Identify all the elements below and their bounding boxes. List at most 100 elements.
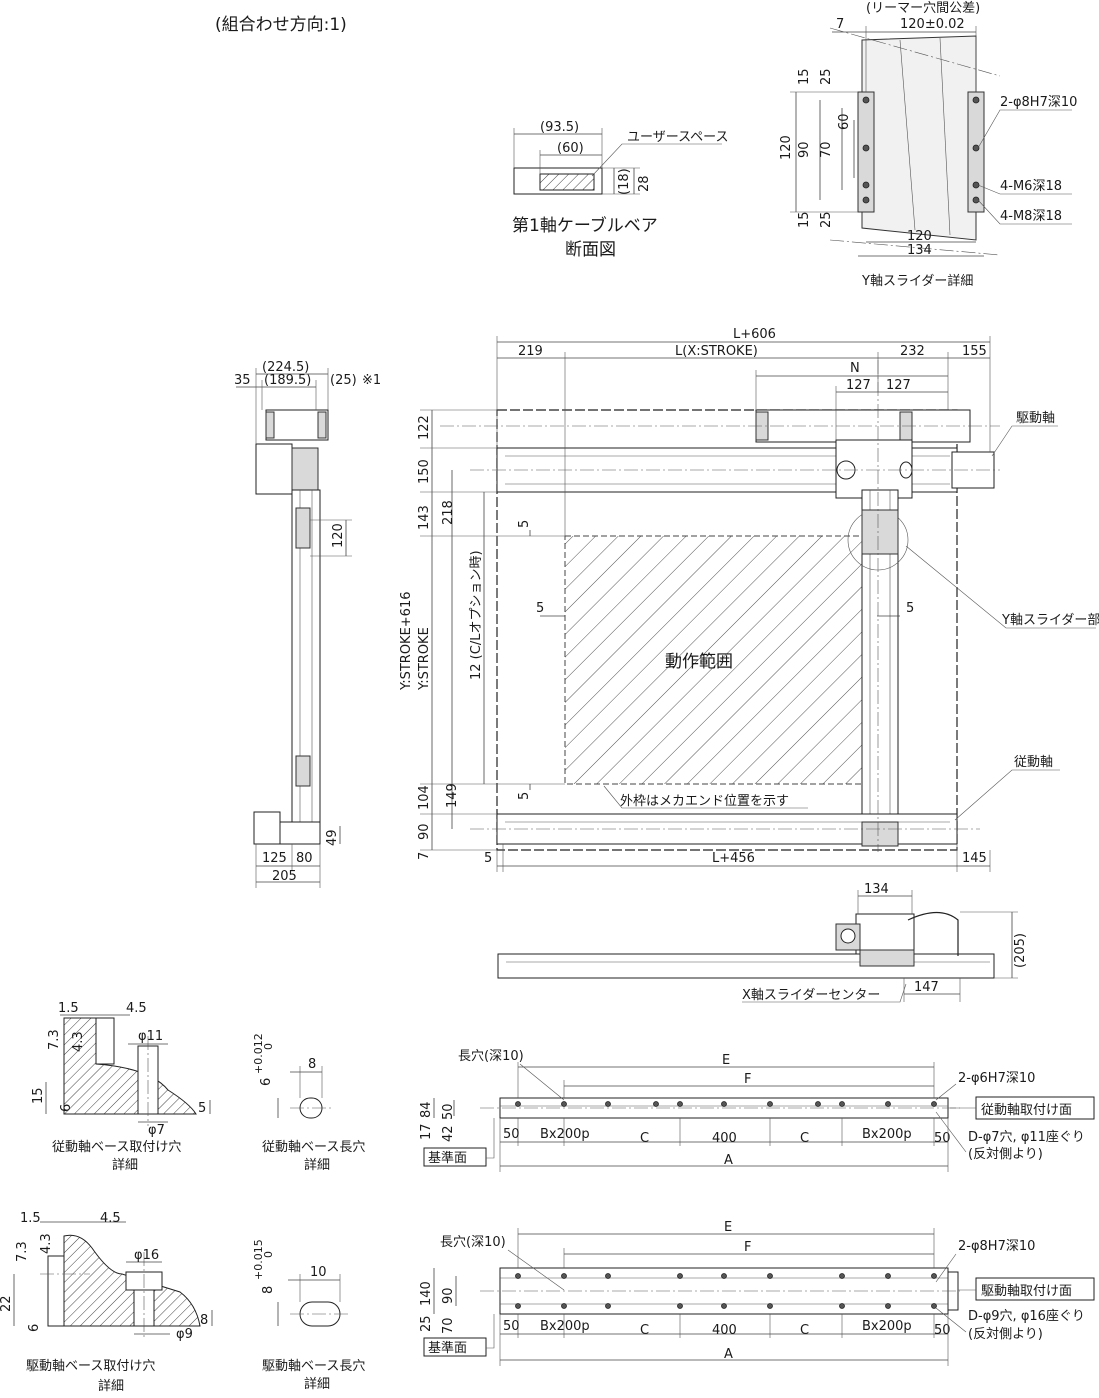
drive-hole-dim-1-5: 1.5 [20,1211,41,1226]
drive-base-holes [515,1273,937,1309]
main-dim-12-cl: 12 (C/Lオプション時) [469,550,484,680]
main-dim-5-bottom: 5 [517,792,532,800]
main-dim-l-456: L+456 [712,851,755,866]
driven-base-note-2: (反対側より) [968,1147,1043,1162]
main-dim-y-stroke-616: Y:STROKE+616 [399,592,414,692]
side-dim-205: 205 [272,869,297,884]
y-slider-dim-15-top: 15 [797,68,812,85]
driven-base-dim-a: A [724,1153,733,1168]
side-dim-189-5: (189.5) [264,373,311,388]
drive-base-dim-bx200p-right: Bx200p [862,1319,912,1334]
main-dim-122: 122 [417,415,432,440]
main-dim-5-right: 5 [906,601,914,616]
main-dim-104: 104 [417,785,432,810]
drive-base-dim-25: 25 [419,1315,434,1332]
drive-hole-dim-22: 22 [0,1295,14,1312]
driven-base-dim-50-right: 50 [934,1131,951,1146]
driven-base-hole-detail: 1.5 4.5 7.3 4.3 φ11 15 6 φ7 5 従動軸ベース取付け穴… [31,1001,211,1173]
y-slider-dim-7: 7 [836,17,844,32]
drive-slot-tol: 8 [261,1286,276,1294]
driven-hole-dim-4-3: 4.3 [71,1031,86,1052]
driven-hole-caption-2: 詳細 [112,1157,138,1173]
driven-slot-tol: 6 [259,1078,274,1086]
main-dim-218: 218 [441,500,456,525]
main-dim-145: 145 [962,851,987,866]
driven-base-dim-e: E [722,1053,730,1068]
x-slider-dim-134: 134 [864,882,889,897]
driven-base-dim-50-left: 50 [503,1127,520,1142]
driven-slot-tol-upper: +0.012 [252,1033,265,1074]
y-slider-part-label: Y軸スライダー部 [1001,613,1099,628]
drive-slot-caption-2: 詳細 [304,1376,330,1392]
user-space-label: ユーザースペース [627,130,729,145]
drive-base-dim-400: 400 [712,1323,737,1338]
main-dim-143: 143 [417,505,432,530]
driven-base-dim-c-right: C [800,1131,809,1146]
drive-base-dim-c-right: C [800,1323,809,1338]
driven-base-dim-42: 42 [441,1125,456,1142]
drive-base-dim-f: F [744,1240,751,1255]
main-dim-n: N [850,361,860,376]
driven-hole-dim-phi7: φ7 [148,1123,165,1138]
cable-bear-caption-1: 第1軸ケーブルベア [512,215,658,236]
drive-datum-label: 基準面 [428,1340,467,1356]
main-dim-127-left: 127 [846,378,871,393]
y-slider-dim-90: 90 [797,141,812,158]
x-slider-dim-205: (205) [1013,933,1028,968]
y-slider-tolerance-note: (リーマー穴間公差) [866,1,980,16]
side-view: (224.5) 35 (189.5) (25) ※1 120 49 125 80… [234,360,381,888]
drive-base-hole-detail: 1.5 4.5 7.3 4.3 φ16 22 6 φ9 8 駆動軸ベース取付け穴… [0,1211,213,1394]
drive-base-plan: 長穴(深10) E F 2-φ8H7深10 140 90 25 70 50 Bx… [419,1220,1095,1366]
frame-note-label: 外枠はメカエンド位置を示す [620,794,789,809]
user-space-area [539,173,595,191]
drive-base-dim-140: 140 [419,1281,434,1306]
main-dim-232: 232 [900,344,925,359]
driven-base-note-1: D-φ7穴, φ11座ぐり [968,1130,1085,1145]
side-dim-80: 80 [296,851,313,866]
y-slider-dim-25-top: 25 [819,68,834,85]
y-slider-dim-25-bottom: 25 [819,211,834,228]
side-dim-120: 120 [331,523,346,548]
driven-base-plan: 長穴(深10) E F 2-φ6H7深10 84 50 17 42 50 Bx2… [419,1049,1095,1172]
cable-bear-section: (93.5) (60) (18) 28 ユーザースペース 第1軸ケーブルベア 断… [512,120,729,260]
drive-mount-face-label: 駆動軸取付け面 [981,1284,1072,1299]
y-slider-dim-70: 70 [819,141,834,158]
driven-slot-tol-lower: 0 [262,1043,275,1050]
driven-base-dim-c-left: C [640,1131,649,1146]
drive-slot-detail: 10 8 +0.015 0 駆動軸ベース長穴 詳細 [252,1239,365,1392]
driven-datum-label: 基準面 [428,1150,467,1166]
driven-datum-box [423,1147,487,1167]
cable-bear-dim-60: (60) [557,141,584,156]
motion-range-area [564,535,878,785]
drive-base-dim-a: A [724,1347,733,1362]
driven-base-dim-400: 400 [712,1131,737,1146]
drive-slot-tol-lower: 0 [262,1251,275,1258]
y-slider-callout-m6: 4-M6深18 [1000,179,1062,194]
main-dim-127-right: 127 [886,378,911,393]
drive-hole-dim-phi16: φ16 [134,1248,159,1263]
driven-axis-label: 従動軸 [1014,755,1053,770]
y-slider-detail: (リーマー穴間公差) 7 120±0.02 15 25 60 120 90 70… [779,1,1077,289]
main-dim-150: 150 [417,459,432,484]
drive-base-slot-label: 長穴(深10) [440,1235,506,1250]
drive-slot-dim-10: 10 [310,1265,327,1280]
main-dim-155: 155 [962,344,987,359]
side-note-1: ※1 [362,373,381,388]
x-slider-dim-147: 147 [914,980,939,995]
x-slider-center-label: X軸スライダーセンター [742,988,880,1003]
y-slider-dim-120-bottom: 120 [907,229,932,244]
driven-base-dim-50: 50 [441,1103,456,1120]
driven-base-slot-label: 長穴(深10) [458,1049,524,1064]
driven-hole-dim-5: 5 [198,1101,206,1116]
drive-hole-dim-7-3: 7.3 [15,1241,30,1262]
drive-hole-dim-phi9: φ9 [176,1327,193,1342]
drive-base-dim-50-left: 50 [503,1319,520,1334]
y-slider-callout-m8: 4-M8深18 [1000,209,1062,224]
side-dim-25: (25) [330,373,357,388]
main-dim-l-stroke: L(X:STROKE) [675,344,758,359]
main-dim-y-stroke: Y:STROKE [417,627,432,691]
drive-base-note-2: (反対側より) [968,1327,1043,1342]
y-slider-dim-120-tol: 120±0.02 [900,17,965,32]
driven-hole-dim-1-5: 1.5 [58,1001,79,1016]
side-dim-35: 35 [234,373,251,388]
